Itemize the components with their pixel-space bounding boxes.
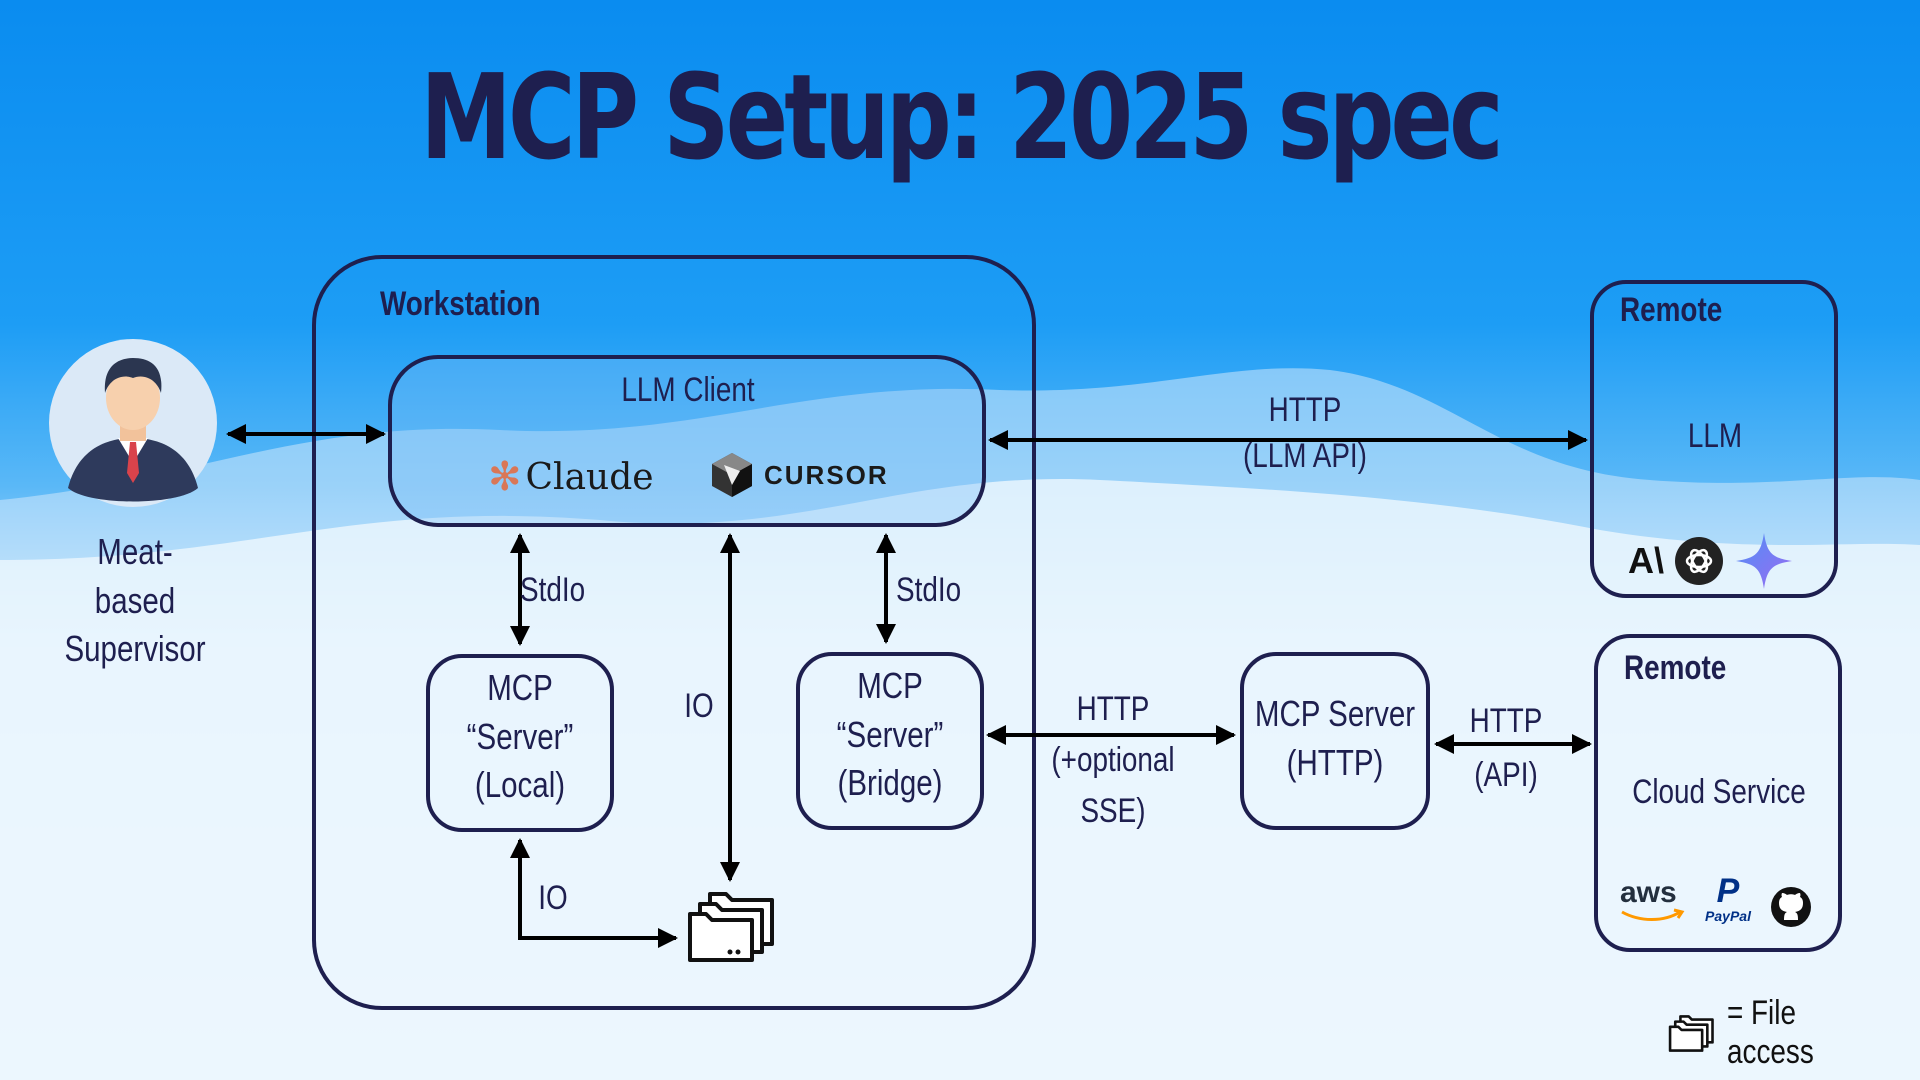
page-title: MCP Setup: 2025 spec	[420, 48, 1503, 186]
edge-stdio-right: StdIo	[896, 571, 962, 609]
edge-http-api-line2: (API)	[1474, 756, 1538, 795]
mcp-bridge-line3: (Bridge)	[837, 762, 943, 804]
edge-io-bottom: IO	[538, 879, 568, 917]
mcp-bridge-line2: “Server”	[836, 713, 944, 755]
cursor-cube-icon	[712, 453, 752, 497]
aws-icon: aws	[1620, 878, 1690, 927]
mcp-local-line1: MCP	[487, 667, 553, 708]
edge-http-llm-line2: (LLM API)	[1243, 436, 1367, 475]
mcp-local-box[interactable]	[426, 654, 614, 832]
mcp-http-label: MCP Server (HTTP)	[1249, 690, 1421, 787]
legend-text: = File access	[1726, 994, 1814, 1071]
remote-llm-logos: A\	[1628, 533, 1794, 589]
remote-cloud-label: Cloud Service	[1632, 773, 1806, 811]
mcp-local-line2: “Server”	[466, 715, 574, 757]
github-icon	[1771, 887, 1811, 927]
mcp-local-label: MCP “Server” (Local)	[443, 664, 597, 810]
mcp-http-box[interactable]	[1240, 652, 1430, 830]
edge-http-llm-line1: HTTP	[1268, 391, 1342, 429]
supervisor-label: Meat-based Supervisor	[57, 528, 213, 674]
supervisor-avatar	[48, 338, 218, 508]
remote-llm-label: LLM	[1687, 417, 1743, 455]
claude-logo: ✻ Claude	[488, 452, 654, 502]
workstation-box	[312, 255, 1036, 1010]
remote-cloud-heading: Remote	[1624, 649, 1727, 687]
mcp-bridge-line1: MCP	[857, 665, 923, 706]
edge-http-api-line1: HTTP	[1469, 702, 1543, 740]
claude-wordmark: Claude	[525, 456, 654, 498]
legend-folder-icon	[1668, 1015, 1714, 1052]
edge-http-llm: HTTP (LLM API)	[1235, 388, 1374, 480]
cursor-wordmark: CURSOR	[764, 459, 889, 490]
cursor-logo: CURSOR	[710, 450, 889, 500]
mcp-local-line3: (Local)	[474, 764, 566, 806]
remote-llm-box[interactable]	[1590, 280, 1838, 598]
edge-http-sse-line1: HTTP	[1076, 690, 1150, 728]
edge-http-api: HTTP (API)	[1460, 694, 1552, 803]
supervisor-line1: Meat-based	[94, 531, 176, 621]
mcp-http-line1: MCP Server	[1254, 693, 1416, 734]
remote-cloud-box[interactable]	[1594, 634, 1842, 952]
remote-cloud-logos: aws P PayPal	[1620, 874, 1820, 938]
llm-client-box[interactable]	[388, 355, 986, 527]
edge-stdio-left: StdIo	[520, 571, 586, 609]
edge-io-center: IO	[684, 687, 714, 725]
openai-icon	[1675, 537, 1723, 585]
remote-llm-heading: Remote	[1620, 291, 1723, 329]
edge-http-sse-line3: SSE)	[1080, 792, 1146, 830]
mcp-http-line2: (HTTP)	[1286, 741, 1384, 783]
workstation-label: Workstation	[380, 285, 541, 323]
gemini-icon	[1736, 533, 1792, 589]
aws-wordmark: aws	[1620, 876, 1677, 909]
llm-client-label: LLM Client	[621, 371, 755, 409]
paypal-wordmark: PayPal	[1705, 908, 1751, 924]
claude-star-icon: ✻	[488, 455, 522, 499]
mcp-bridge-label: MCP “Server” (Bridge)	[813, 662, 967, 808]
mcp-bridge-box[interactable]	[796, 652, 984, 830]
anthropic-icon: A\	[1628, 540, 1664, 581]
legend: = File access	[1668, 994, 1920, 1071]
folder-icon	[686, 888, 776, 964]
edge-http-sse: HTTP (+optional SSE)	[1045, 684, 1181, 837]
supervisor-line2: Supervisor	[64, 628, 206, 670]
edge-http-sse-line2: (+optional	[1051, 741, 1175, 779]
paypal-icon: P PayPal	[1696, 874, 1760, 924]
